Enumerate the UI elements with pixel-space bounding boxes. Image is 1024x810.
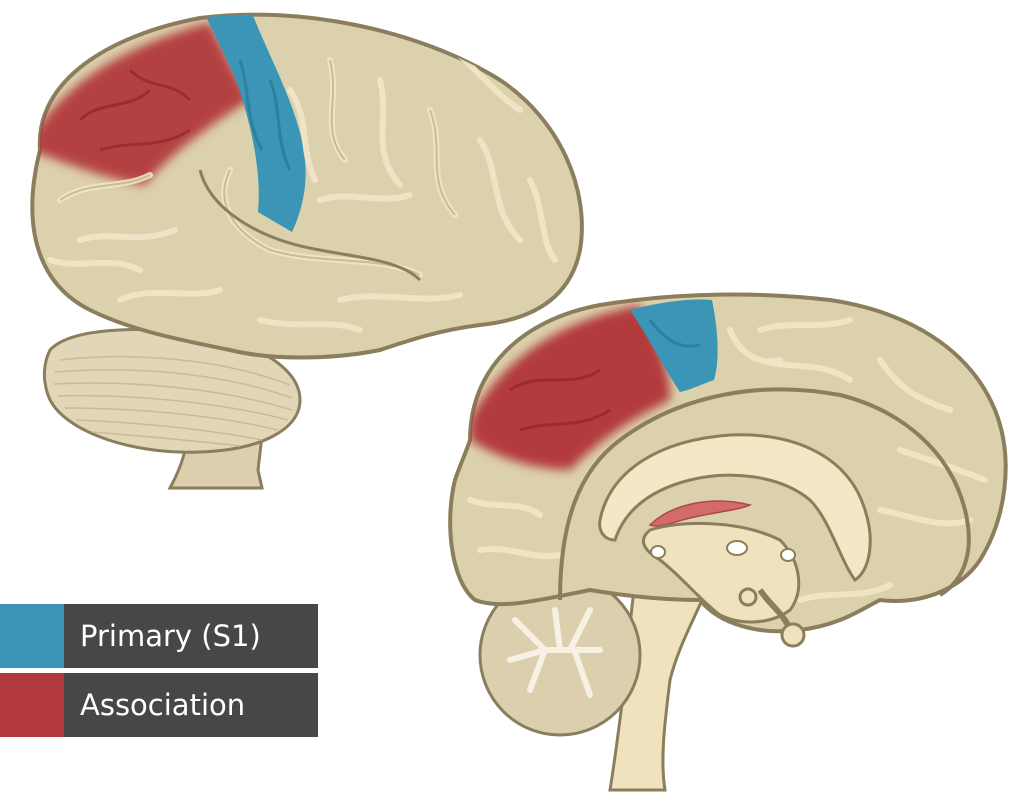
lateral-primary-region — [205, 14, 306, 232]
legend: Primary (S1) Association — [0, 604, 318, 742]
lateral-brain — [30, 12, 584, 490]
mammillary-body — [738, 587, 758, 607]
posterior-commissure — [650, 545, 666, 559]
thalamus — [641, 521, 801, 624]
lateral-association-region — [32, 22, 250, 185]
fornix — [648, 500, 753, 527]
legend-item-primary: Primary (S1) — [0, 604, 318, 668]
legend-swatch-primary — [0, 604, 64, 668]
legend-label-association: Association — [64, 673, 318, 737]
corpus-callosum — [598, 433, 872, 583]
legend-label-primary: Primary (S1) — [64, 604, 318, 668]
legend-swatch-association — [0, 673, 64, 737]
legend-item-association: Association — [0, 673, 318, 737]
arbor-vitae — [507, 607, 603, 698]
medial-brain — [448, 292, 1008, 792]
anterior-commissure — [780, 548, 796, 562]
interthalamic-adhesion — [726, 540, 748, 556]
pituitary-gland — [780, 622, 806, 648]
